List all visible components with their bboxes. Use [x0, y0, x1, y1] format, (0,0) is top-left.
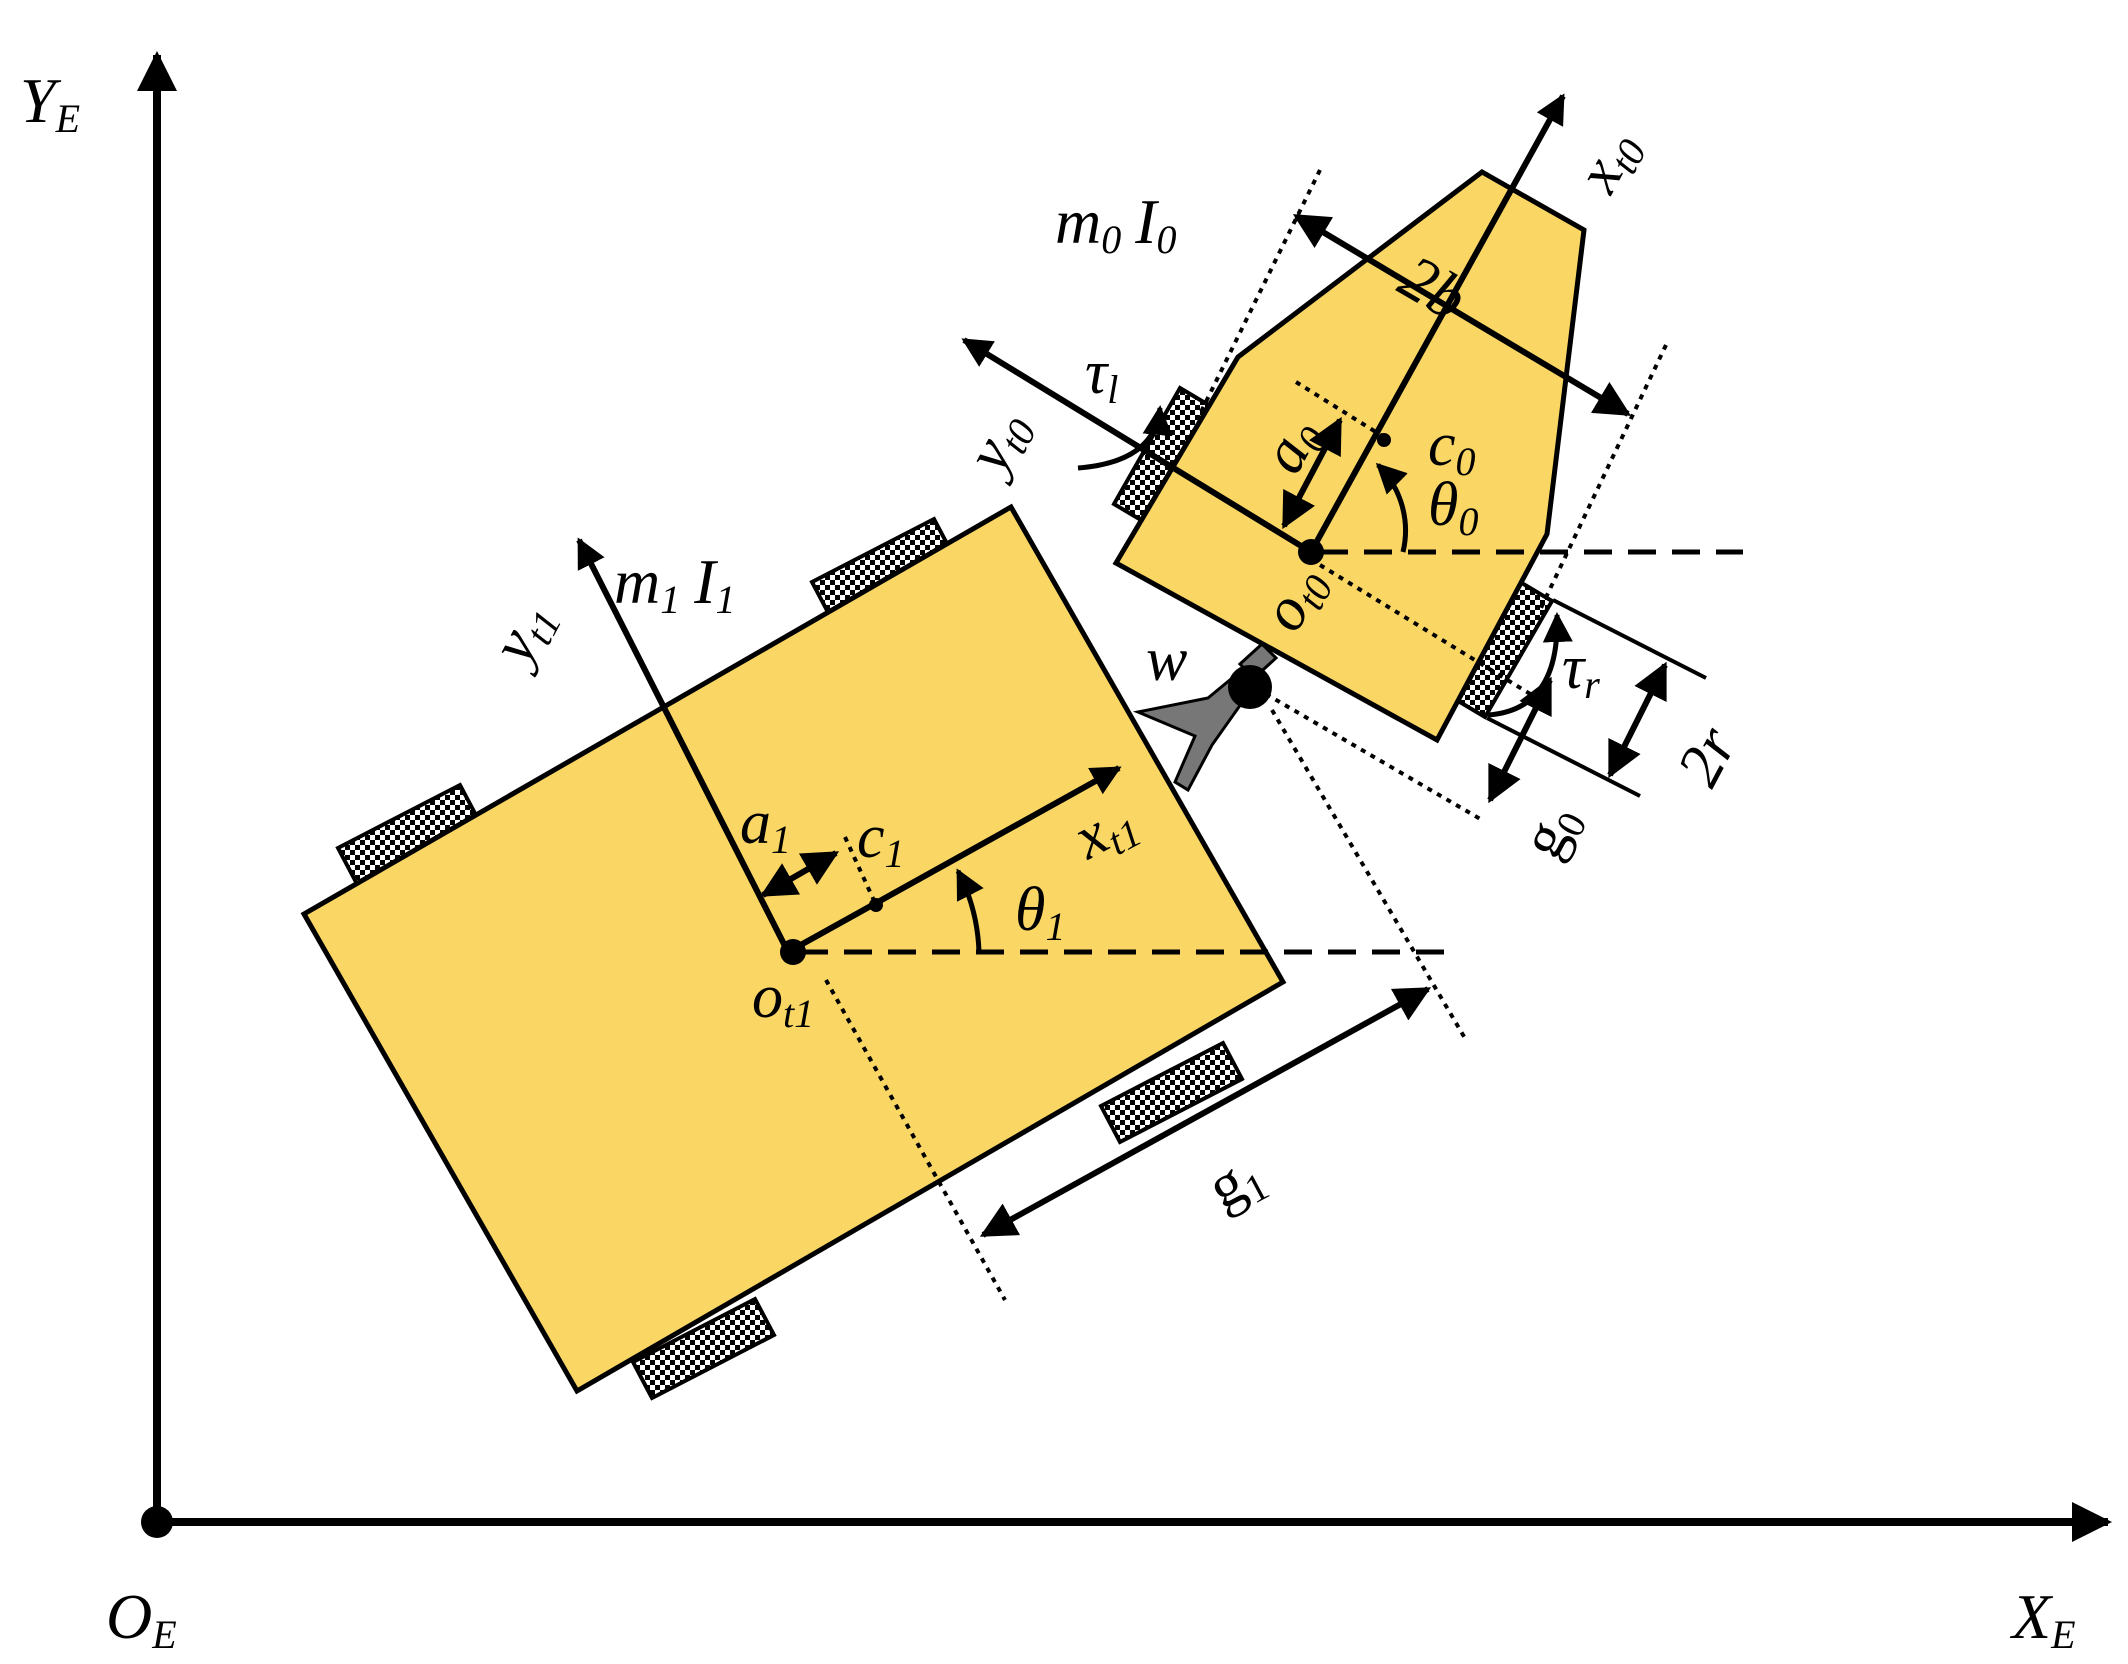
trailer-x-axis — [786, 765, 1122, 955]
tractor-theta-arc — [1375, 462, 1408, 553]
world-origin-dot — [141, 1506, 173, 1538]
trailer-g1-dimension — [979, 986, 1432, 1238]
trailer-theta-arc — [955, 868, 984, 953]
tractor-x-axis — [1308, 93, 1566, 554]
tractor-y-axis-label: yt0 — [951, 399, 1046, 490]
world-origin-label: OE — [106, 1581, 177, 1657]
tractor-cg-dot — [1377, 433, 1391, 447]
trailer-a1-dimension — [759, 850, 840, 898]
world-x-label: XE — [2009, 1581, 2076, 1657]
trailer-origin-dot — [780, 939, 806, 965]
trailer-a1-guide — [843, 836, 878, 906]
trailer-g1-label: g1 — [1197, 1138, 1276, 1226]
tractor-left-torque-arc — [1077, 405, 1173, 471]
tractor-g0-dimension — [1487, 676, 1553, 804]
tractor-hitch-guide-lower — [1264, 692, 1484, 822]
trailer-y-axis — [576, 537, 791, 954]
trailer-front-axle-guide — [1270, 708, 1468, 1042]
trailer-origin-label: ot1 — [752, 963, 814, 1036]
world-y-label: YE — [20, 65, 80, 141]
hitch-label: w — [1146, 626, 1187, 694]
trailer-cg-dot — [869, 898, 883, 912]
tractor-right-width-guide — [1538, 344, 1668, 611]
tractor-origin-dot — [1298, 539, 1324, 565]
tractor-x-axis-label: xt0 — [1563, 119, 1655, 206]
trailer-theta-label: θ1 — [1015, 876, 1065, 949]
trailer-a1-label: a1 — [740, 789, 791, 862]
tractor-a0-dimension — [1281, 416, 1343, 530]
hitch-fork — [1132, 662, 1260, 793]
tractor-width-dimension — [1292, 213, 1632, 417]
tractor-y-axis — [961, 337, 1313, 555]
tractor-c0-label: c0 — [1428, 411, 1476, 484]
tractor-left-width-guide — [1195, 169, 1322, 421]
tractor-left-torque-label: τl — [1085, 339, 1118, 412]
tractor-right-torque-label: τr — [1562, 634, 1600, 707]
wheel-diameter-label: 2r — [1664, 715, 1750, 796]
tractor-theta-label: θ0 — [1428, 471, 1478, 544]
hitch-joint-dot — [1228, 665, 1272, 709]
trailer-wheel-rear-right — [630, 1296, 777, 1401]
tractor-g0-label: g0 — [1507, 792, 1595, 871]
world-frame: YE XE OE — [20, 51, 2112, 1657]
hitch-link: w — [1132, 626, 1279, 793]
tractor-a0-guide — [1294, 380, 1389, 441]
trailer-c1-label: c1 — [857, 803, 905, 876]
trailer-y-axis-label: yt1 — [476, 590, 571, 681]
wheel-diameter-dimension — [1607, 661, 1668, 779]
wheel-diameter-guide-top — [1552, 598, 1707, 680]
